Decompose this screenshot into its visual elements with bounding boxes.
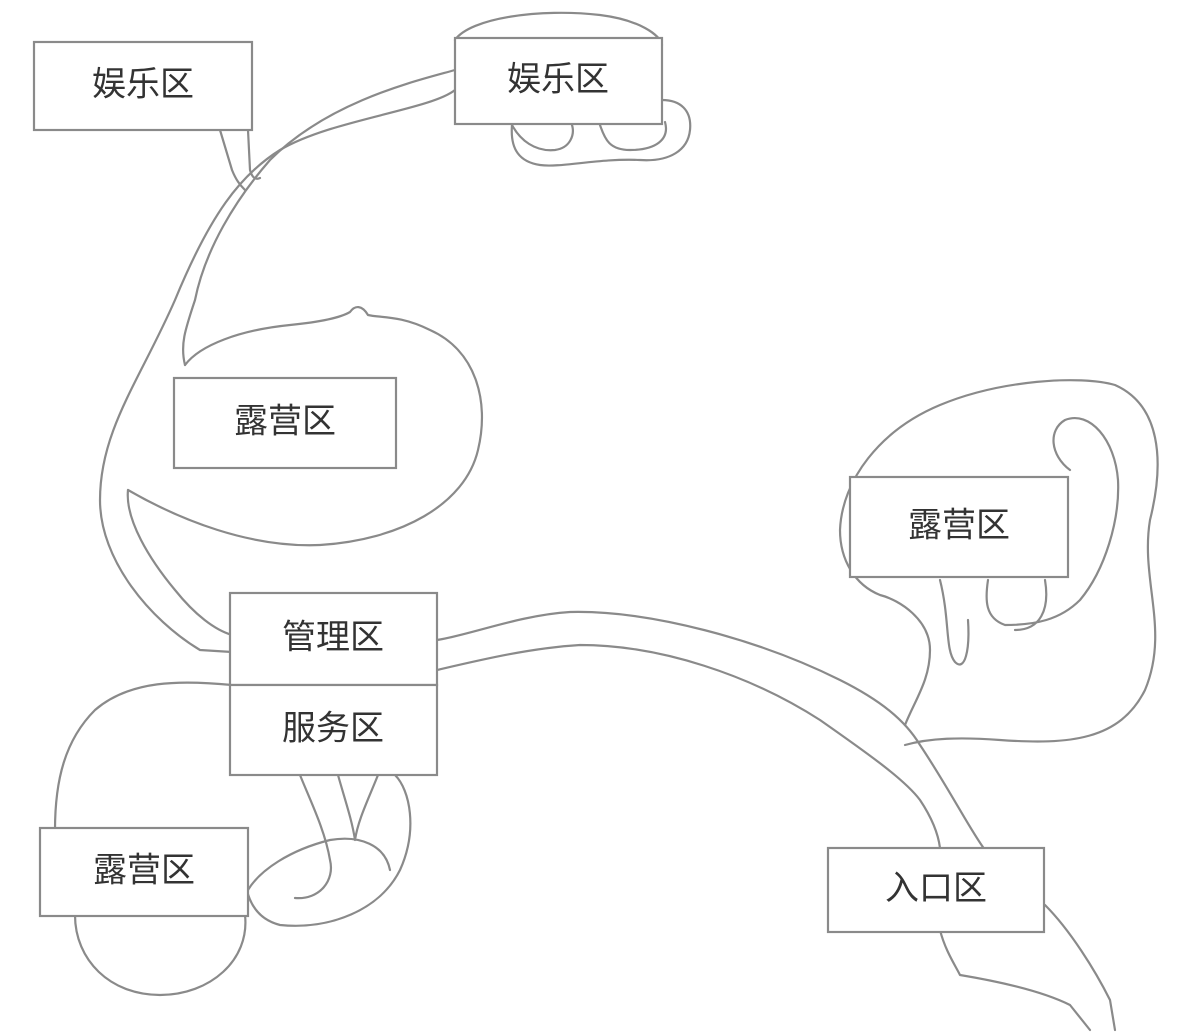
zone-box bbox=[172, 376, 398, 470]
trail-top-loop bbox=[510, 98, 692, 167]
zone-entertainment-left: 娱乐区 bbox=[32, 40, 254, 132]
zone-camping-middle: 露营区 bbox=[172, 376, 398, 470]
zone-camping-right: 露营区 bbox=[848, 475, 1070, 579]
zone-box bbox=[228, 683, 439, 777]
zone-box bbox=[32, 40, 254, 132]
zone-label: 露营区 bbox=[908, 506, 1010, 546]
zone-box bbox=[228, 591, 439, 687]
zone-label: 管理区 bbox=[282, 618, 384, 658]
zone-label: 娱乐区 bbox=[92, 65, 194, 105]
camping-bottom-left-outline bbox=[53, 681, 412, 997]
trail-main-east-upper bbox=[435, 610, 987, 852]
trail-upper-inner bbox=[126, 68, 457, 637]
zone-label: 入口区 bbox=[885, 869, 987, 909]
zone-camping-bottom-left: 露营区 bbox=[38, 826, 250, 918]
zone-box bbox=[38, 826, 250, 918]
zone-entertainment-top: 娱乐区 bbox=[453, 36, 664, 126]
zone-box bbox=[453, 36, 664, 126]
zone-label: 娱乐区 bbox=[507, 60, 609, 100]
camping-middle-outline bbox=[126, 306, 484, 547]
zone-box bbox=[826, 846, 1046, 934]
zone-management: 管理区 bbox=[228, 591, 439, 687]
zone-label: 露营区 bbox=[234, 402, 336, 442]
zone-entrance: 入口区 bbox=[826, 846, 1046, 934]
trail-entrance-exit bbox=[938, 903, 1117, 1032]
trail-service-spur bbox=[246, 773, 392, 892]
camping-right-outline bbox=[838, 379, 1159, 747]
trail-network bbox=[53, 11, 1159, 1032]
trail-main-east-lower bbox=[435, 643, 942, 850]
trail-upper-outer bbox=[98, 11, 664, 654]
zone-label: 服务区 bbox=[282, 709, 384, 749]
zone-box bbox=[848, 475, 1070, 579]
zone-label: 露营区 bbox=[93, 851, 195, 891]
camping-right-inner-loop bbox=[938, 417, 1120, 666]
zone-service: 服务区 bbox=[228, 683, 439, 777]
trail-branch-entertainment-left bbox=[218, 128, 262, 192]
